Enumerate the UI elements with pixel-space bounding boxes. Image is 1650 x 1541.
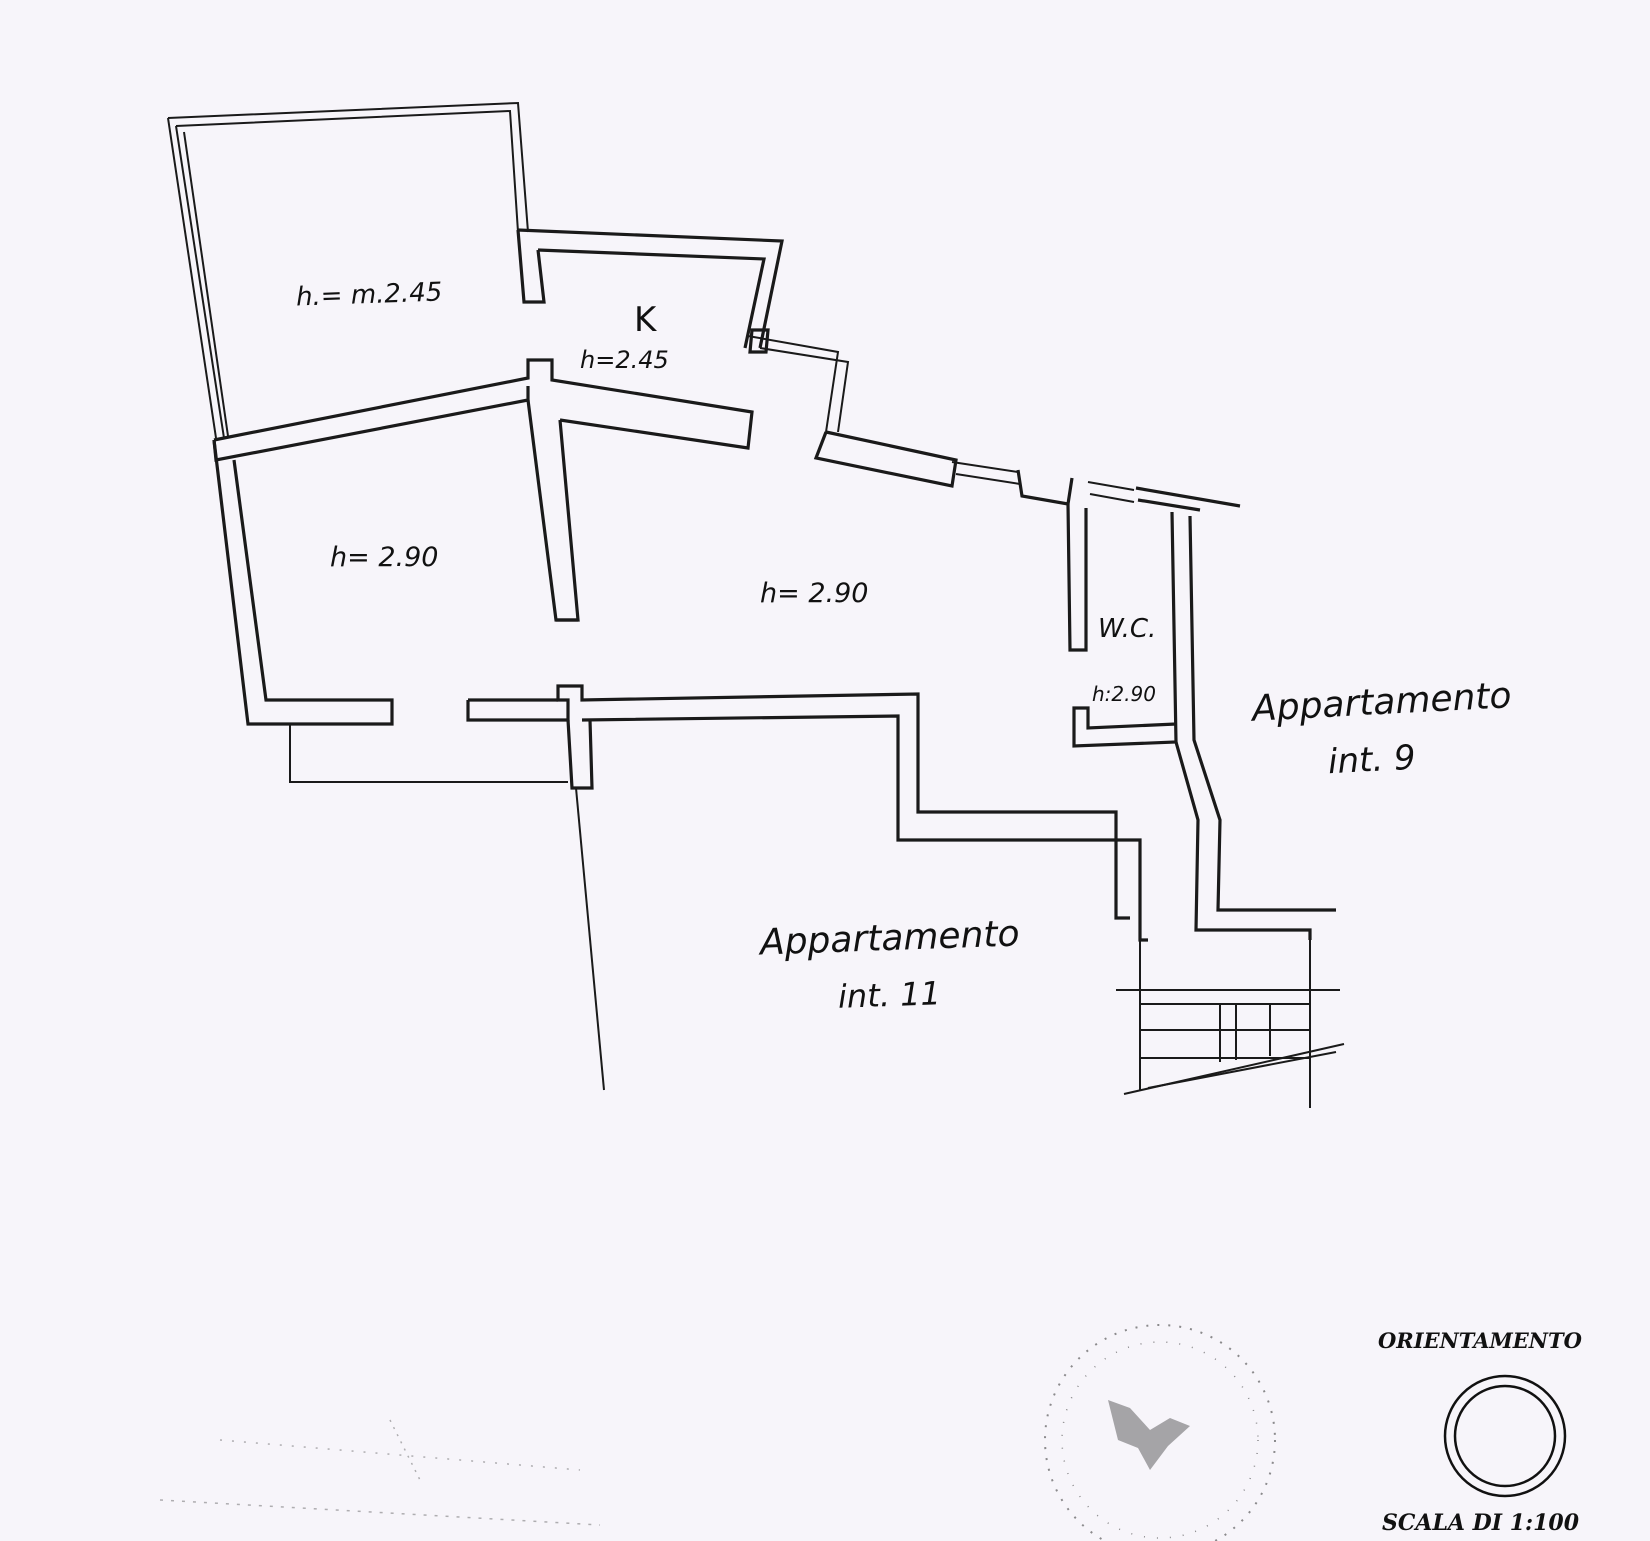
apartment-9-number: int. 9 [1327,737,1417,783]
kitchen-height-label: h=2.45 [580,346,669,374]
top-left-room-walls [167,101,529,439]
left-room-walls [212,439,394,726]
room-label-main: h= 2.90 [760,578,869,609]
orientation-title: ORIENTAMENTO [1378,1328,1582,1353]
scale-label: SCALA DI 1:100 [1382,1510,1580,1536]
faint-marks [159,1419,601,1526]
stamp-seal [1044,1324,1276,1541]
bottom-wall [289,684,1148,1091]
wc-walls [1066,503,1336,940]
right-exterior-wall [813,430,1241,512]
central-partition [212,358,754,622]
kitchen-label: K [634,300,657,340]
room-label-top-left: h.= m.2.45 [295,277,443,313]
wc-label: W.C. [1098,614,1157,644]
room-label-left: h= 2.90 [330,542,439,573]
wc-height-label: h:2.90 [1092,682,1156,706]
staircase [1116,930,1345,1108]
orientation-compass-icon [1443,1374,1567,1498]
apartment-11-number: int. 11 [837,974,942,1016]
kitchen-walls [516,228,850,433]
